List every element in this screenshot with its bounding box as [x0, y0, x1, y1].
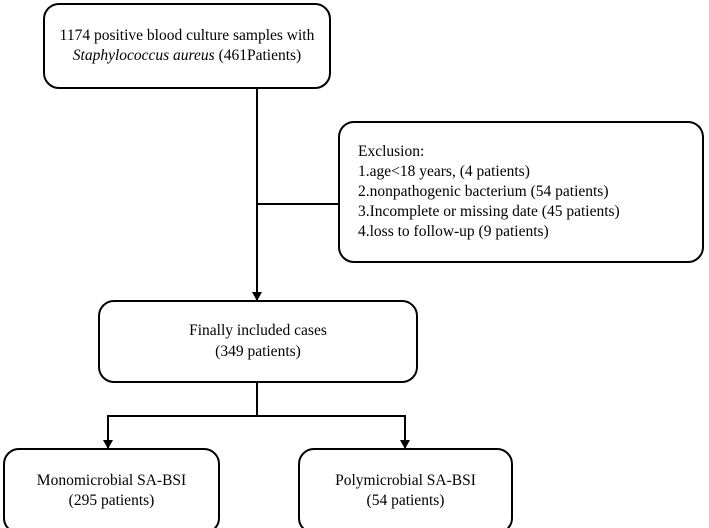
connector-split-bar: [107, 415, 406, 417]
node-poly-line-1: Polymicrobial SA-BSI: [335, 471, 476, 489]
node-monomicrobial-sa-bsi: Monomicrobial SA-BSI (295 patients): [3, 448, 220, 528]
node-source-line-1: 1174 positive blood culture samples with: [59, 26, 315, 44]
organism-name: Staphylococcus aureus: [72, 47, 215, 64]
node-mono-line-1: Monomicrobial SA-BSI: [36, 471, 187, 489]
node-polymicrobial-sa-bsi: Polymicrobial SA-BSI (54 patients): [298, 448, 513, 528]
node-exclusion-criteria: Exclusion: 1.age<18 years, (4 patients) …: [338, 121, 704, 263]
exclusion-item-4: 4.loss to follow-up (9 patients): [358, 223, 549, 241]
arrowhead-into-polymicrobial-icon: [400, 440, 410, 449]
exclusion-heading: Exclusion:: [358, 142, 425, 160]
exclusion-item-2: 2.nonpathogenic bacterium (54 patients): [358, 182, 609, 200]
arrowhead-into-included-icon: [252, 292, 262, 301]
exclusion-item-3: 3.Incomplete or missing date (45 patient…: [358, 203, 620, 221]
connector-branch-to-exclusion: [257, 203, 339, 205]
node-source-samples: 1174 positive blood culture samples with…: [43, 3, 331, 89]
node-included-line-2: (349 patients): [215, 342, 301, 360]
arrowhead-into-monomicrobial-icon: [103, 440, 113, 449]
node-source-patients: (461Patients): [214, 47, 302, 64]
node-included-line-1: Finally included cases: [189, 322, 327, 340]
node-poly-line-2: (54 patients): [366, 492, 445, 509]
exclusion-item-1: 1.age<18 years, (4 patients): [358, 162, 530, 180]
node-source-line-2: Staphylococcus aureus (461Patients): [73, 46, 301, 66]
connector-included-to-split: [256, 383, 258, 416]
connector-drop-to-monomicrobial: [107, 415, 109, 449]
connector-drop-to-polymicrobial: [404, 415, 406, 449]
node-mono-line-2: (295 patients): [68, 492, 155, 509]
connector-source-to-included: [256, 89, 258, 301]
node-finally-included: Finally included cases (349 patients): [98, 300, 418, 383]
